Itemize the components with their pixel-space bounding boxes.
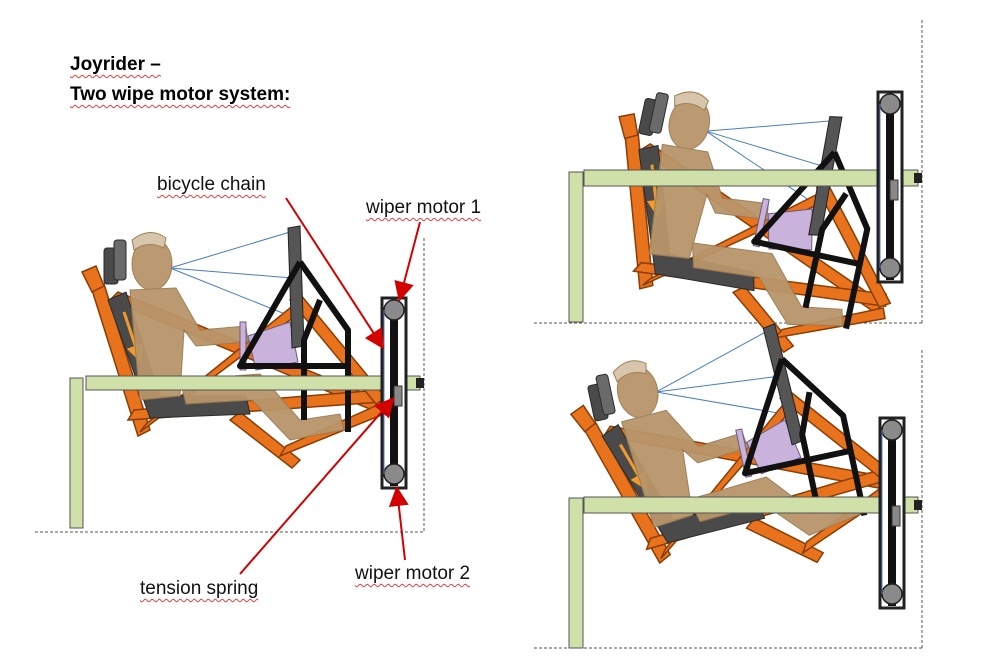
top-right-view xyxy=(534,20,926,372)
diagram-title-line-2: Two wipe motor system: xyxy=(70,84,291,105)
label-wiper-motor-1: wiper motor 1 xyxy=(366,197,482,218)
label-tension-spring: tension spring xyxy=(140,578,259,599)
label-wiper-motor-2: wiper motor 2 xyxy=(355,563,471,584)
pointer-lines xyxy=(239,197,421,575)
diagram-title-line-1: Joyrider – xyxy=(70,54,161,75)
label-bicycle-chain: bicycle chain xyxy=(157,174,266,195)
main-view xyxy=(35,197,425,575)
horizontal-rail xyxy=(85,375,421,391)
support-post xyxy=(69,377,84,529)
bottom-right-view xyxy=(534,306,923,649)
